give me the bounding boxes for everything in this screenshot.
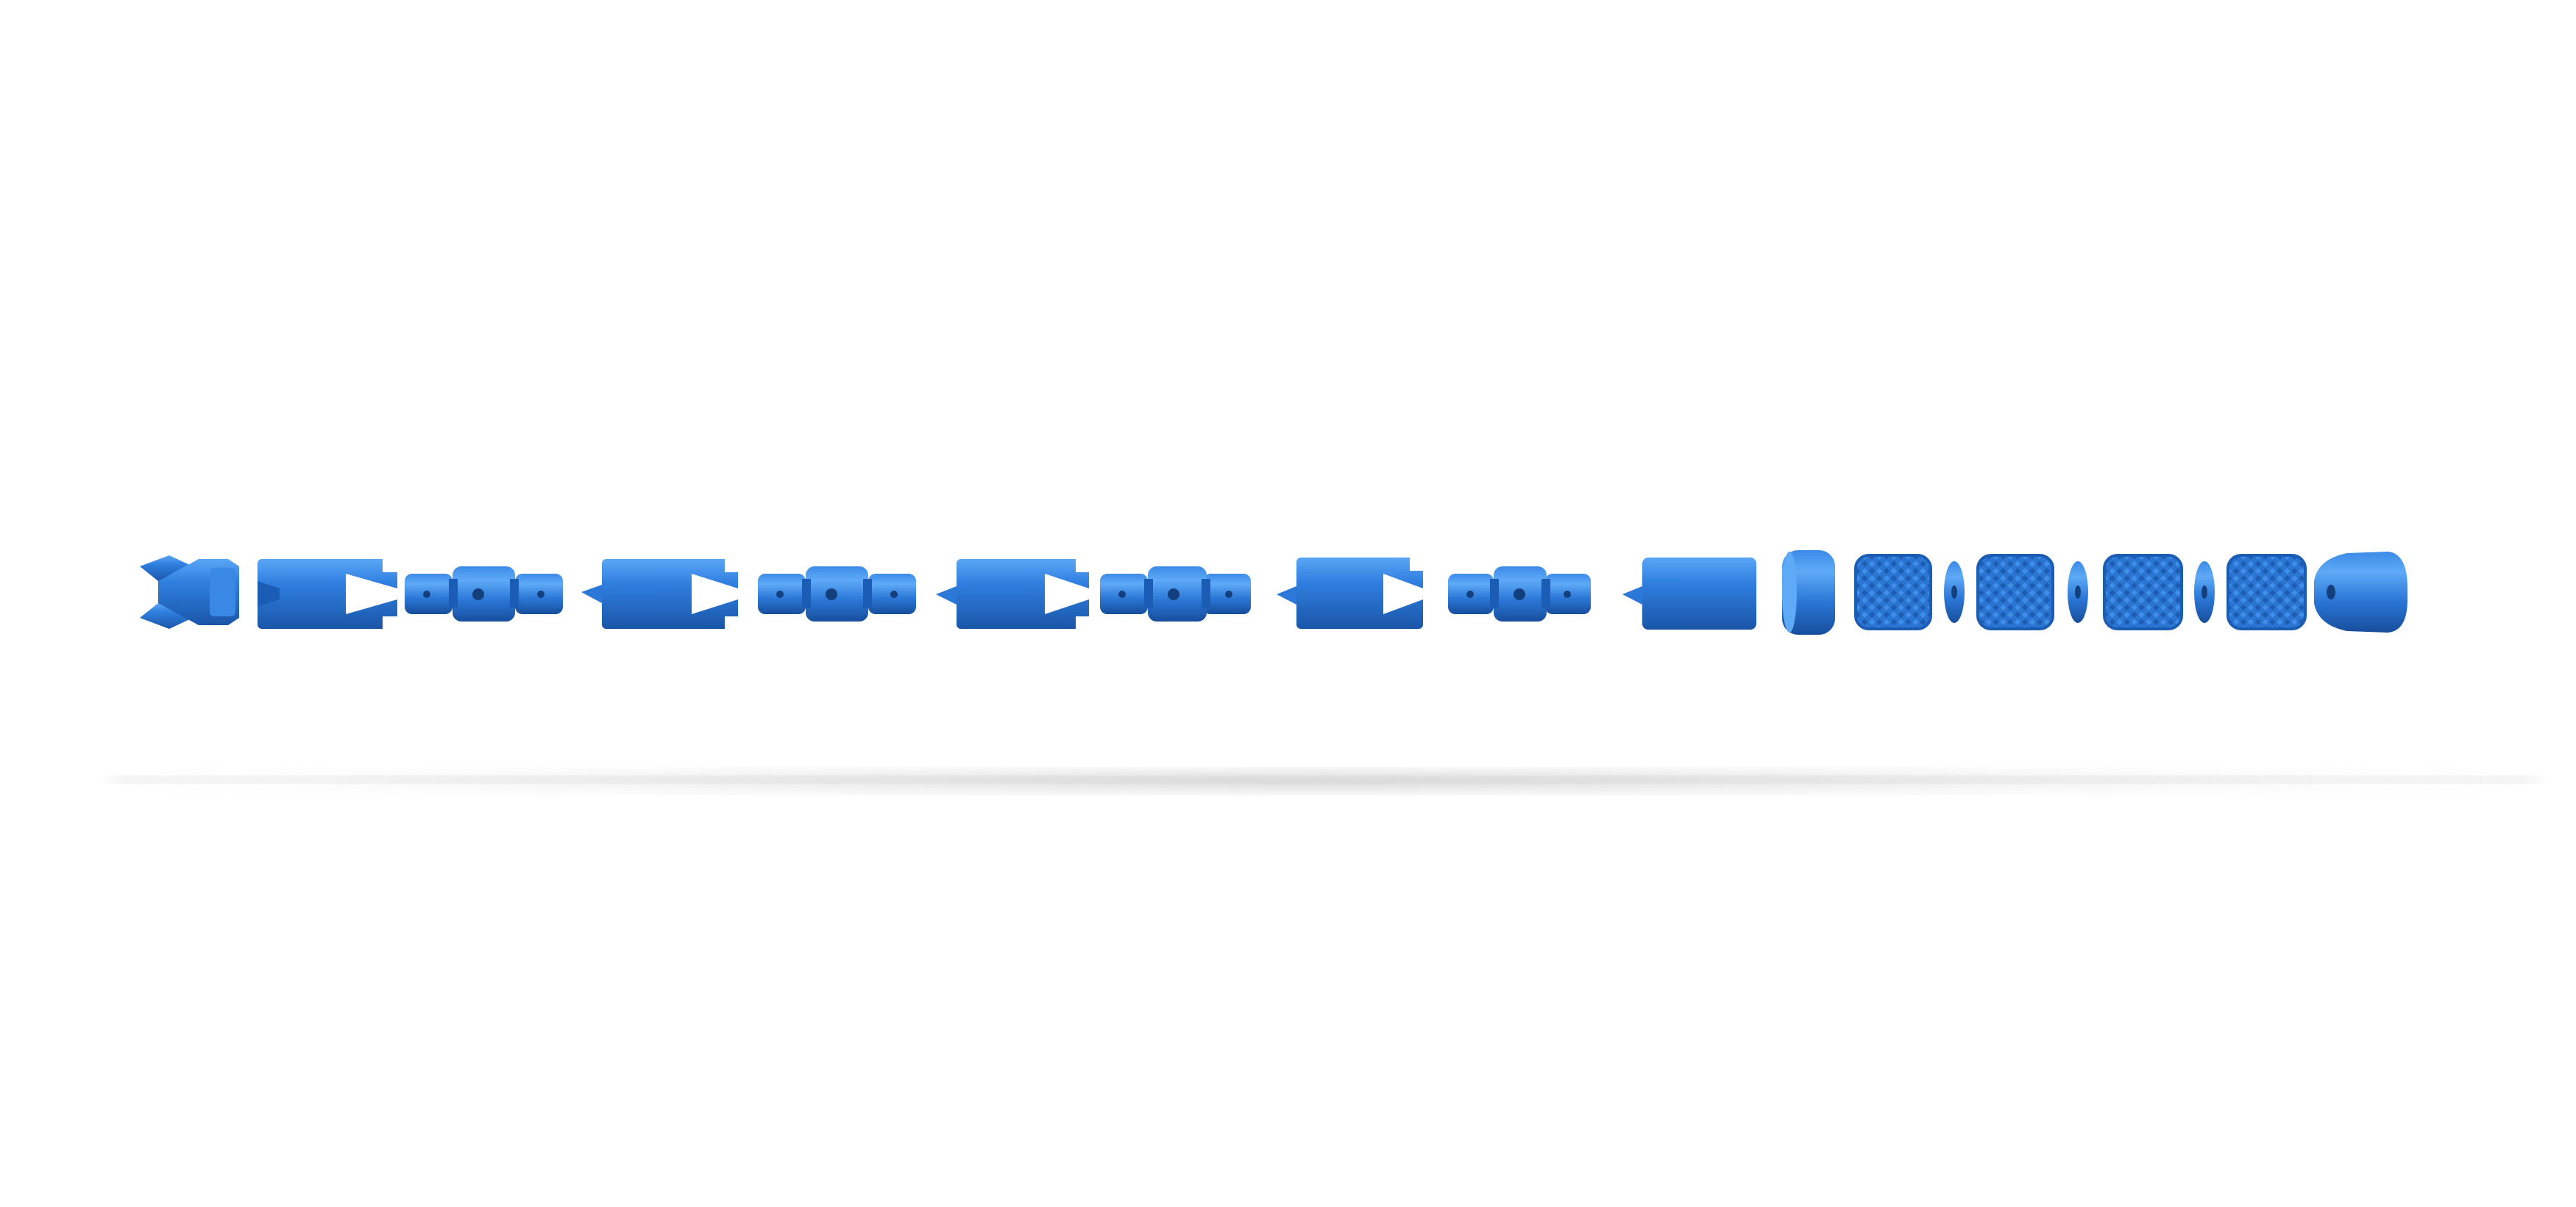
- washer-part: [2194, 561, 2215, 623]
- knurled-ring-part: [2226, 554, 2307, 630]
- slotted-block-part: [258, 559, 397, 629]
- universal-joint-part: [1100, 566, 1251, 622]
- end-block-part: [1622, 558, 1756, 630]
- ground-shadow: [110, 769, 2538, 793]
- washer-part: [2068, 561, 2088, 623]
- washer-part: [1944, 561, 1965, 623]
- knurled-ring-part: [1976, 554, 2054, 630]
- cap-part: [1782, 550, 1835, 635]
- claw-tip-part: [140, 555, 239, 629]
- knurled-ring-part: [2103, 554, 2183, 630]
- slotted-block-part: [1277, 558, 1423, 629]
- universal-joint-part: [405, 566, 563, 622]
- slotted-block-part: [581, 559, 738, 629]
- knurled-ring-part: [1854, 554, 1932, 630]
- universal-joint-part: [1448, 566, 1591, 622]
- end-cone-part: [2314, 552, 2408, 633]
- universal-joint-part: [758, 566, 916, 622]
- parts-row: [140, 550, 2408, 635]
- slotted-block-part: [936, 559, 1089, 629]
